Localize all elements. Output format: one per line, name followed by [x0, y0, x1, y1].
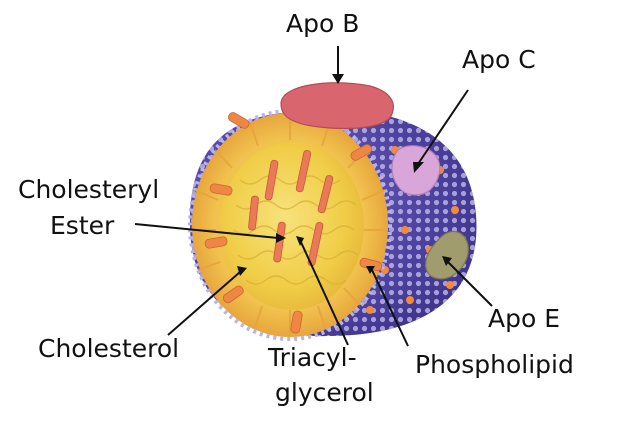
- label-triacylglycerol-line2: glycerol: [275, 379, 374, 407]
- label-cholesteryl-ester-line1: Cholesteryl: [18, 176, 159, 204]
- label-apo-c: Apo C: [462, 46, 536, 74]
- label-apo-e: Apo E: [488, 305, 560, 333]
- label-phospholipid: Phospholipid: [415, 351, 574, 379]
- label-apo-b: Apo B: [286, 10, 359, 38]
- label-cholesterol: Cholesterol: [38, 335, 179, 363]
- label-triacylglycerol-line1: Triacyl-: [268, 344, 357, 372]
- apo-b-protein: [281, 83, 393, 129]
- label-cholesteryl-ester-line2: Ester: [50, 212, 114, 240]
